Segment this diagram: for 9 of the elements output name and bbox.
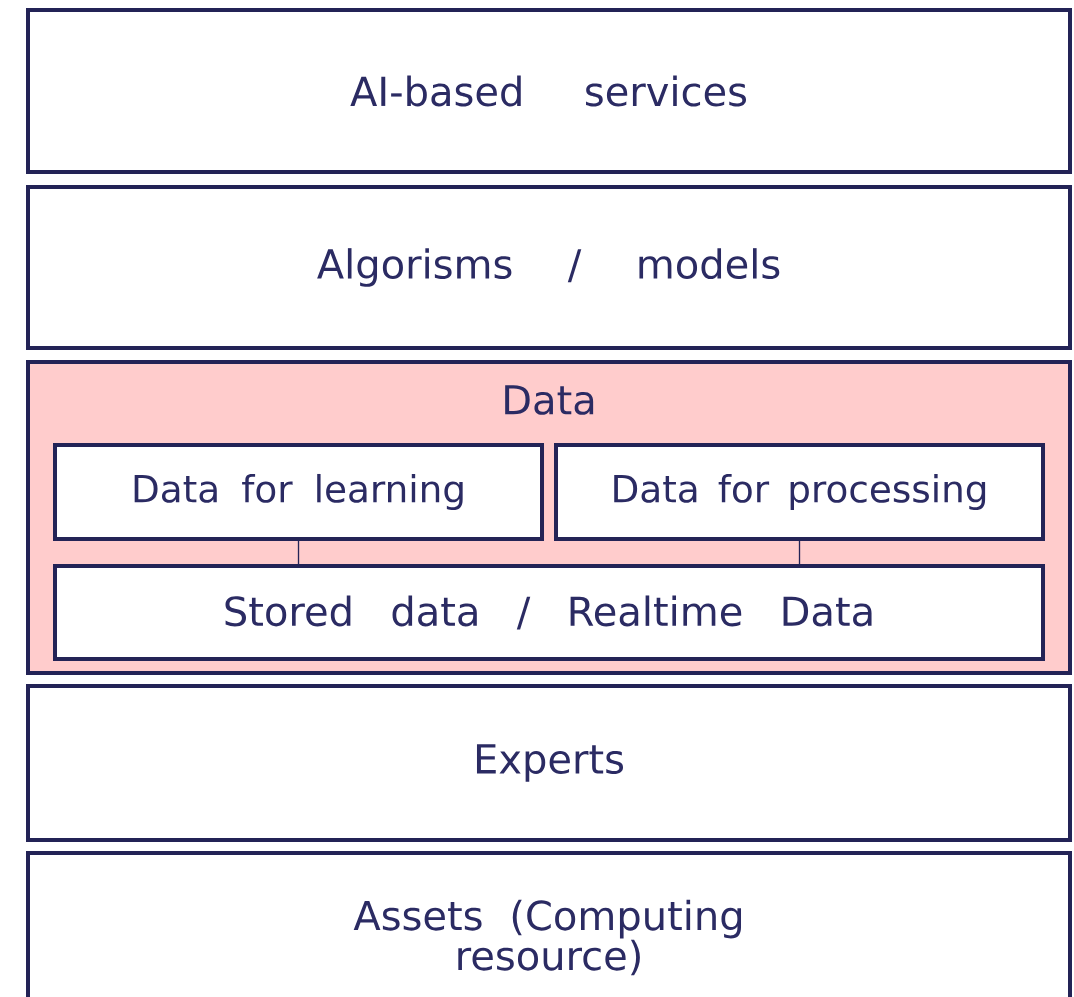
layer-box: Stored data / Realtime Data [53, 564, 1045, 661]
layer-box: Assets (Computing resource) [26, 851, 1072, 997]
layer-box: AI-based services [26, 8, 1072, 174]
layer-box: Experts [26, 684, 1072, 842]
layer-box: Data for processing [554, 443, 1045, 541]
connector-line [798, 540, 801, 565]
connector-line [297, 540, 300, 565]
layer-box: Algorisms / models [26, 185, 1072, 350]
layer-box: Data for learning [53, 443, 544, 541]
